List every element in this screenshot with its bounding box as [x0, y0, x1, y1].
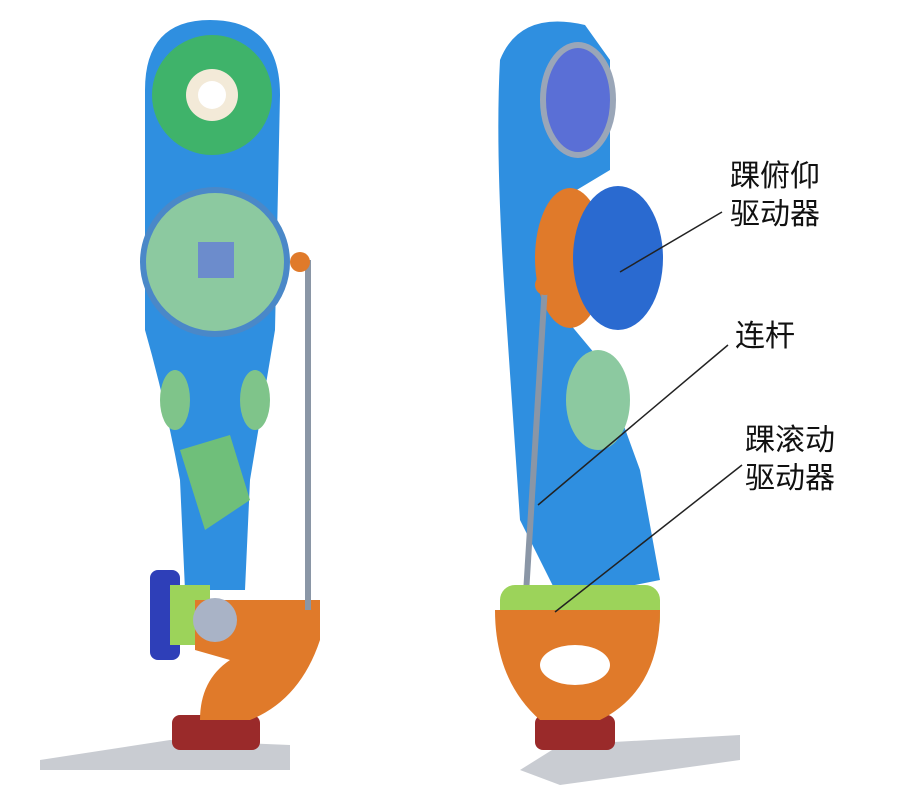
- leader-line-pitch: [619, 211, 723, 273]
- side-board: [240, 370, 270, 430]
- label-pitch-line1: 踝俯仰: [730, 159, 820, 194]
- side-view-ankle: [495, 21, 740, 785]
- side-board: [566, 350, 630, 450]
- base-cushion: [535, 715, 615, 750]
- pitch-actuator-cover: [573, 186, 663, 330]
- driver-board: [180, 435, 250, 530]
- roll-joint-cap: [193, 598, 237, 642]
- knee-actuator: [540, 42, 616, 158]
- side-board: [160, 370, 190, 430]
- label-pitch-actuator: 踝俯仰 驱动器: [730, 158, 820, 234]
- bracket-opening: [540, 645, 610, 685]
- base-cushion: [172, 715, 260, 750]
- link-rod-side: [522, 284, 548, 611]
- label-roll-actuator: 踝滚动 驱动器: [745, 422, 835, 498]
- label-pitch-line2: 驱动器: [730, 197, 820, 232]
- leader-line-roll: [554, 464, 743, 613]
- label-roll-line2: 驱动器: [745, 461, 835, 496]
- label-link-rod: 连杆: [735, 319, 795, 354]
- front-view-ankle: [40, 20, 320, 770]
- leg-body: [498, 21, 660, 601]
- chip: [198, 242, 234, 278]
- upper-joint-hole: [198, 81, 226, 109]
- leader-line-link: [537, 344, 729, 506]
- label-roll-line1: 踝滚动: [745, 423, 835, 458]
